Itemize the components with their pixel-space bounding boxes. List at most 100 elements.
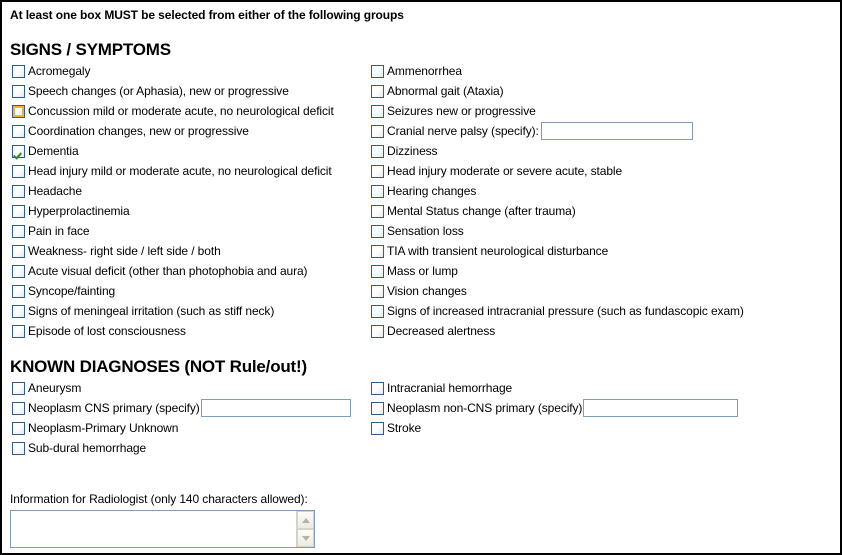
checkbox-label: Head injury moderate or severe acute, st…	[387, 163, 623, 178]
checkbox-row-signs-of-meningeal-irritation-such-as-stiff-ne[interactable]: Signs of meningeal irritation (such as s…	[12, 301, 274, 321]
checkbox-icon[interactable]	[371, 264, 384, 278]
checkbox-icon[interactable]	[12, 264, 25, 278]
checkbox-icon[interactable]	[12, 324, 25, 338]
checkbox-row-cranial-nerve-palsy-specify[interactable]: Cranial nerve palsy (specify):	[371, 121, 693, 141]
checkbox-icon[interactable]	[12, 284, 25, 298]
checkbox-row-sub-dural-hemorrhage[interactable]: Sub-dural hemorrhage	[12, 438, 146, 458]
checkbox-icon[interactable]	[12, 184, 25, 198]
checkbox-row-hearing-changes[interactable]: Hearing changes	[371, 181, 476, 201]
checkbox-icon[interactable]	[371, 284, 384, 298]
specify-input-cranial-nerve-palsy-specify[interactable]	[540, 122, 693, 140]
checkbox-row-weakness-right-side-left-side-both[interactable]: Weakness- right side / left side / both	[12, 241, 221, 261]
chevron-down-icon[interactable]	[297, 529, 314, 547]
checkbox-label: Decreased alertness	[387, 323, 496, 338]
checkbox-icon[interactable]	[371, 401, 384, 415]
form-row: Signs of meningeal irritation (such as s…	[2, 301, 840, 321]
checkbox-label: Dementia	[28, 143, 79, 158]
checkbox-icon[interactable]	[12, 441, 25, 455]
checkbox-icon[interactable]	[12, 204, 25, 218]
checkbox-icon[interactable]	[12, 421, 25, 435]
checkbox-row-mental-status-change-after-trauma[interactable]: Mental Status change (after trauma)	[371, 201, 576, 221]
checkbox-label: Sub-dural hemorrhage	[28, 440, 147, 455]
checkbox-row-syncope-fainting[interactable]: Syncope/fainting	[12, 281, 115, 301]
checkbox-icon[interactable]	[371, 204, 384, 218]
checkbox-icon[interactable]	[371, 184, 384, 198]
checkbox-label: Pain in face	[28, 223, 90, 238]
radiologist-info-textarea-wrap	[10, 510, 315, 548]
checkbox-icon[interactable]	[12, 304, 25, 318]
radiologist-info-textarea[interactable]	[11, 511, 299, 547]
form-row: Dementia Dizziness	[2, 141, 840, 161]
checkbox-row-dizziness[interactable]: Dizziness	[371, 141, 438, 161]
textarea-scrollbar[interactable]	[296, 511, 314, 547]
form-row: Aneurysm Intracranial hemorrhage	[2, 378, 840, 398]
checkbox-icon[interactable]	[12, 381, 25, 395]
checkbox-label: Neoplasm non-CNS primary (specify)	[387, 400, 583, 415]
checkbox-row-neoplasm-non-cns-primary-specify[interactable]: Neoplasm non-CNS primary (specify)	[371, 398, 739, 418]
checkbox-icon[interactable]	[371, 164, 384, 178]
checkbox-row-speech-changes-or-aphasia-new-or-progressive[interactable]: Speech changes (or Aphasia), new or prog…	[12, 81, 289, 101]
checkbox-row-dementia[interactable]: Dementia	[12, 141, 79, 161]
checkbox-icon[interactable]	[371, 324, 384, 338]
checkbox-icon[interactable]	[371, 421, 384, 435]
form-row: Neoplasm-Primary Unknown Stroke	[2, 418, 840, 438]
checkbox-icon[interactable]	[12, 64, 25, 78]
checkbox-icon[interactable]	[371, 64, 384, 78]
checkbox-row-concussion-mild-or-moderate-acute-no-neurologi[interactable]: Concussion mild or moderate acute, no ne…	[12, 101, 334, 121]
checkbox-icon[interactable]	[371, 224, 384, 238]
form-row: Neoplasm CNS primary (specify) Neoplasm n…	[2, 398, 840, 418]
chevron-up-icon[interactable]	[297, 511, 314, 529]
checkbox-icon[interactable]	[371, 381, 384, 395]
checkbox-row-acromegaly[interactable]: Acromegaly	[12, 61, 90, 81]
checkbox-icon[interactable]	[12, 104, 25, 118]
checkbox-row-intracranial-hemorrhage[interactable]: Intracranial hemorrhage	[371, 378, 512, 398]
checkbox-icon[interactable]	[371, 104, 384, 118]
checkbox-label: Syncope/fainting	[28, 283, 116, 298]
checkbox-icon[interactable]	[371, 84, 384, 98]
form-row: Hyperprolactinemia Mental Status change (…	[2, 201, 840, 221]
checkbox-row-abnormal-gait-ataxia[interactable]: Abnormal gait (Ataxia)	[371, 81, 504, 101]
checkbox-row-head-injury-moderate-or-severe-acute-stable[interactable]: Head injury moderate or severe acute, st…	[371, 161, 622, 181]
checkbox-icon[interactable]	[12, 401, 25, 415]
form-row: Pain in face Sensation loss	[2, 221, 840, 241]
checkbox-row-neoplasm-primary-unknown[interactable]: Neoplasm-Primary Unknown	[12, 418, 178, 438]
checkbox-row-head-injury-mild-or-moderate-acute-no-neurolog[interactable]: Head injury mild or moderate acute, no n…	[12, 161, 332, 181]
checkbox-icon[interactable]	[12, 244, 25, 258]
checkbox-row-acute-visual-deficit-other-than-photophobia-an[interactable]: Acute visual deficit (other than photoph…	[12, 261, 308, 281]
specify-input-neoplasm-cns-primary-specify[interactable]	[200, 399, 351, 417]
checkbox-row-sensation-loss[interactable]: Sensation loss	[371, 221, 464, 241]
form-row: Weakness- right side / left side / both T…	[2, 241, 840, 261]
checkbox-icon[interactable]	[371, 124, 384, 138]
checkbox-row-coordination-changes-new-or-progressive[interactable]: Coordination changes, new or progressive	[12, 121, 249, 141]
checkbox-row-aneurysm[interactable]: Aneurysm	[12, 378, 81, 398]
checkbox-label: Mental Status change (after trauma)	[387, 203, 576, 218]
checkbox-row-tia-with-transient-neurological-disturbance[interactable]: TIA with transient neurological disturba…	[371, 241, 608, 261]
checkbox-icon[interactable]	[371, 304, 384, 318]
checkbox-row-stroke[interactable]: Stroke	[371, 418, 421, 438]
checkbox-row-episode-of-lost-consciousness[interactable]: Episode of lost consciousness	[12, 321, 186, 341]
checkbox-checked-icon[interactable]	[12, 144, 25, 158]
specify-input-neoplasm-non-cns-primary-specify[interactable]	[583, 399, 739, 417]
checkbox-row-vision-changes[interactable]: Vision changes	[371, 281, 467, 301]
checkbox-row-ammenorrhea[interactable]: Ammenorrhea	[371, 61, 462, 81]
checkbox-row-mass-or-lump[interactable]: Mass or lump	[371, 261, 458, 281]
checkbox-label: Acromegaly	[28, 63, 91, 78]
checkbox-row-signs-of-increased-intracranial-pressure-such-[interactable]: Signs of increased intracranial pressure…	[371, 301, 744, 321]
checkbox-icon[interactable]	[371, 244, 384, 258]
checkbox-icon[interactable]	[371, 144, 384, 158]
checkbox-icon[interactable]	[12, 224, 25, 238]
checkbox-row-hyperprolactinemia[interactable]: Hyperprolactinemia	[12, 201, 130, 221]
checkbox-row-seizures-new-or-progressive[interactable]: Seizures new or progressive	[371, 101, 536, 121]
checkbox-row-neoplasm-cns-primary-specify[interactable]: Neoplasm CNS primary (specify)	[12, 398, 351, 418]
checkbox-row-decreased-alertness[interactable]: Decreased alertness	[371, 321, 495, 341]
radiologist-info-label: Information for Radiologist (only 140 ch…	[10, 492, 308, 506]
checkbox-row-pain-in-face[interactable]: Pain in face	[12, 221, 90, 241]
checkbox-icon[interactable]	[12, 164, 25, 178]
checkbox-icon[interactable]	[12, 124, 25, 138]
checkbox-row-headache[interactable]: Headache	[12, 181, 82, 201]
form-row: Coordination changes, new or progressive…	[2, 121, 840, 141]
checkbox-icon[interactable]	[12, 84, 25, 98]
checkbox-label: TIA with transient neurological disturba…	[387, 243, 609, 258]
